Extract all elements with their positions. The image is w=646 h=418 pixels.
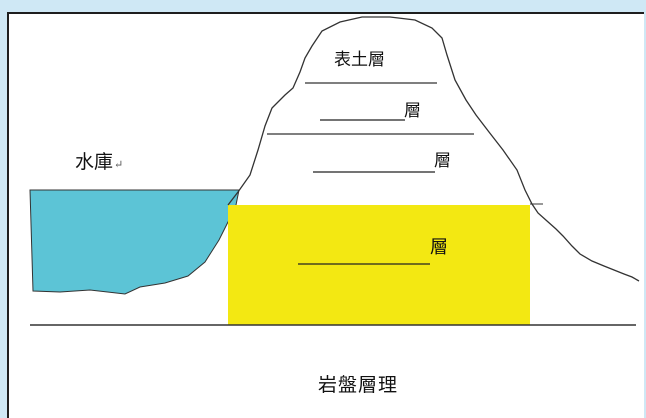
topsoil-label: 表土層 <box>334 50 385 70</box>
layer3-label: 層 <box>434 151 451 171</box>
reservoir-label-text: 水庫 <box>75 151 114 173</box>
bedrock-label: 岩盤層理 <box>318 374 399 396</box>
yellow-layer <box>228 205 530 325</box>
layer2-label: 層 <box>404 101 421 121</box>
reservoir-water <box>29 189 240 295</box>
top-strip <box>0 0 646 12</box>
reservoir-label: 水庫↵ <box>75 147 123 174</box>
layer4-label: 層 <box>430 237 448 258</box>
return-mark-icon: ↵ <box>114 158 124 171</box>
mountain-outline <box>227 16 640 282</box>
